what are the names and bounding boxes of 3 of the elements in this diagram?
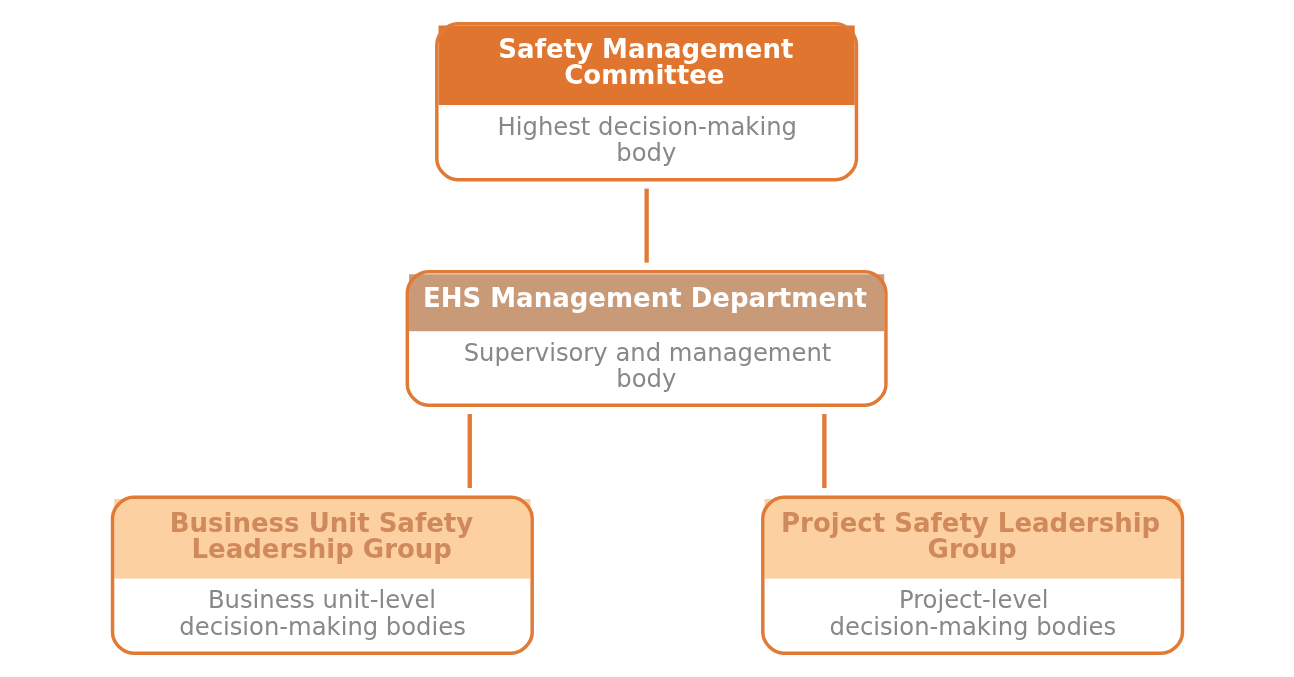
connector	[821, 414, 827, 488]
connector	[467, 414, 472, 488]
connector	[643, 188, 649, 263]
